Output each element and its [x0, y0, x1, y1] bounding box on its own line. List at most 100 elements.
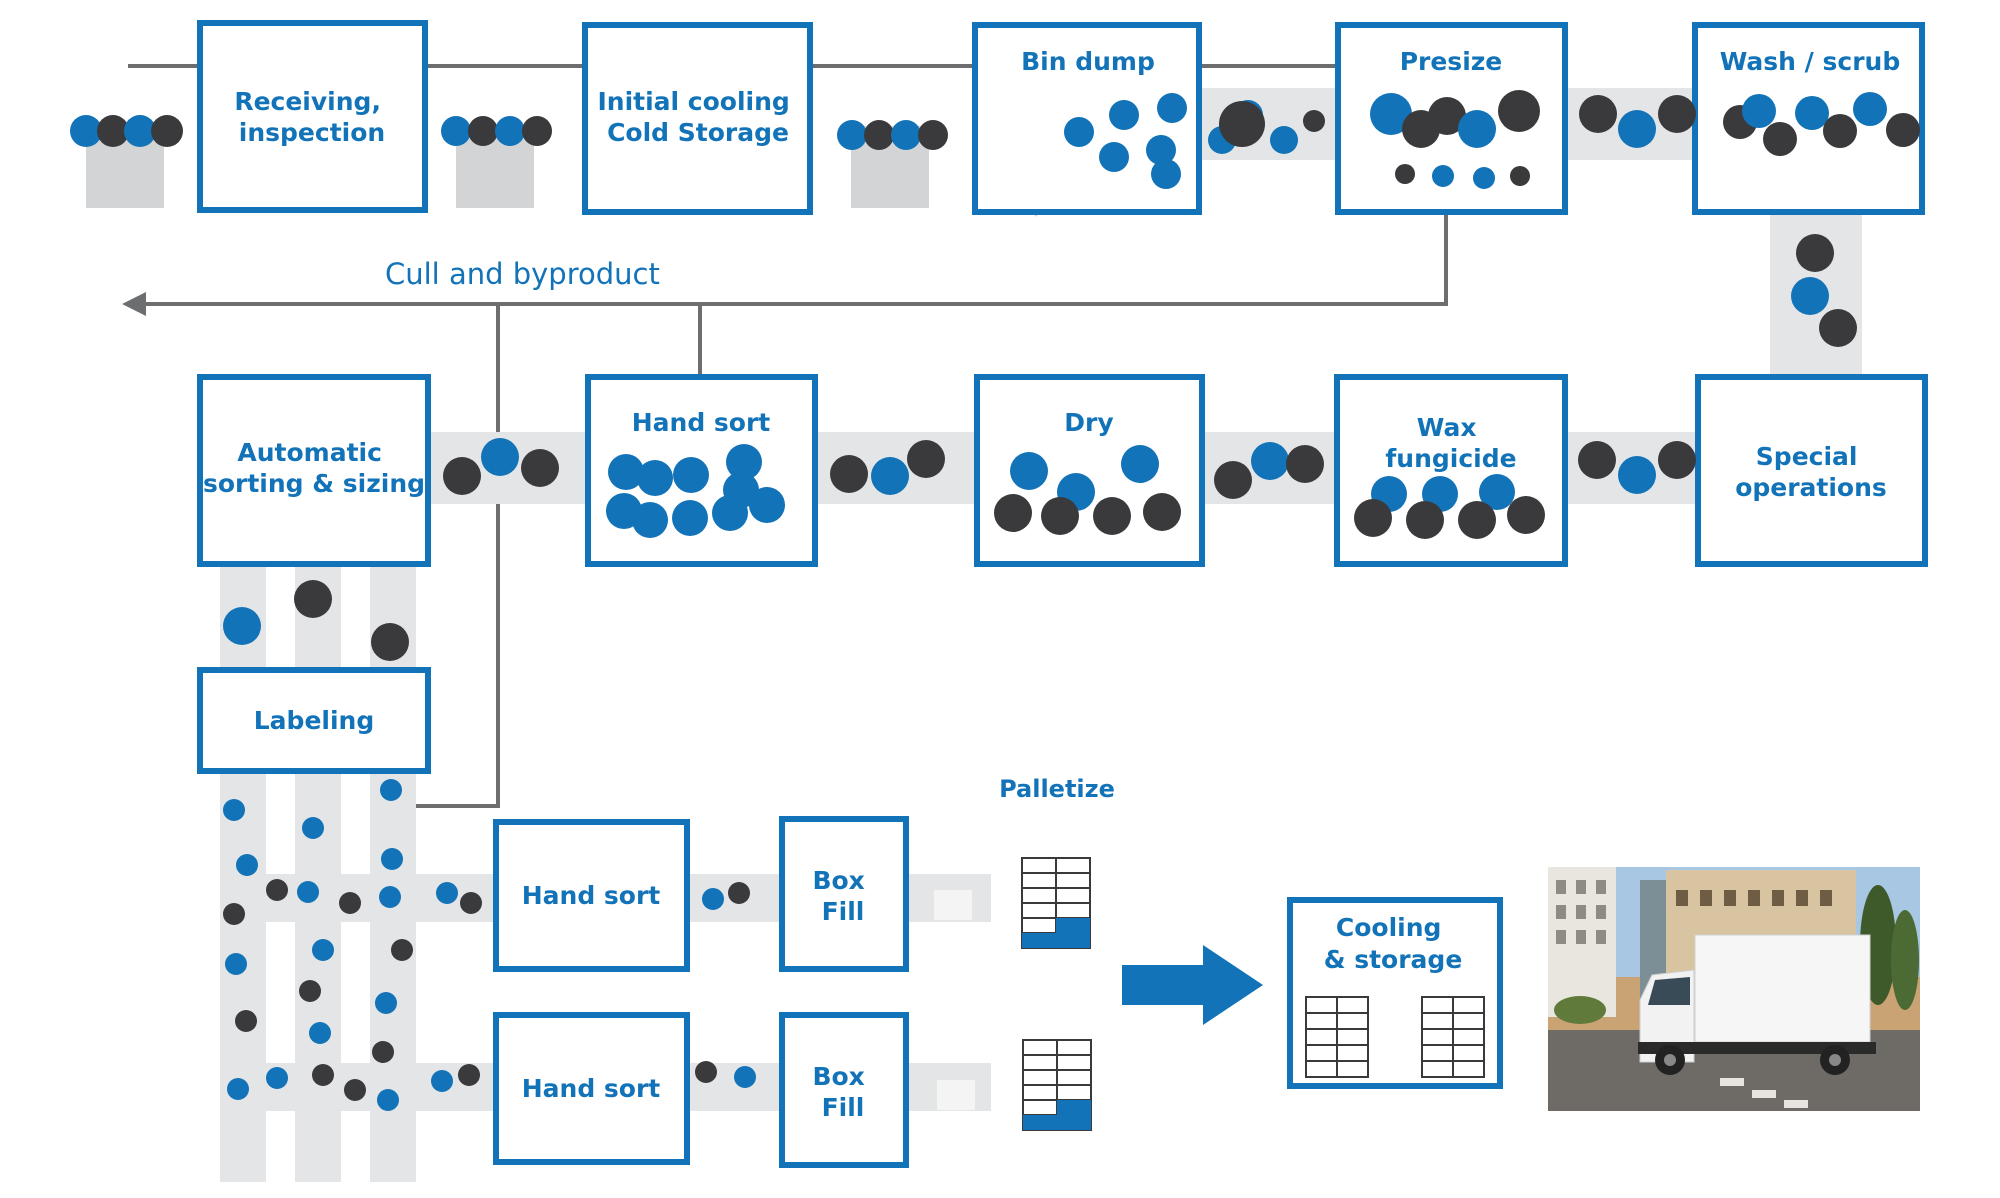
label-hand-sort-top: Hand sort: [632, 408, 771, 437]
fruit-dark: [1395, 164, 1415, 184]
fruit-dark: [1143, 493, 1181, 531]
lane-3-lower: [370, 772, 416, 1182]
fruit-blue: [1121, 445, 1159, 483]
fruit-blue: [1618, 110, 1656, 148]
pallet-stack-2: [1022, 1039, 1092, 1131]
fruit-blue: [1157, 93, 1187, 123]
box-labeling: [197, 667, 431, 774]
fruit-dark: [1458, 501, 1496, 539]
fruit-blue: [1064, 117, 1094, 147]
fruit-dark: [1658, 95, 1696, 133]
fruit-blue: [225, 953, 247, 975]
fruit-blue: [749, 487, 785, 523]
fruit-blue: [236, 854, 258, 876]
fruit-dark: [294, 580, 332, 618]
big-arrow-right: [1122, 945, 1263, 1025]
fruit-blue: [223, 607, 261, 645]
fruit-blue: [223, 799, 245, 821]
label-dry: Dry: [1064, 408, 1113, 437]
fruit-dark: [728, 882, 750, 904]
fruit-dark: [460, 892, 482, 914]
storage-pallet-left: [1305, 996, 1369, 1078]
palletize-label: Palletize: [999, 775, 1115, 803]
fruit-layer: [70, 90, 1920, 1111]
cull-arrow-head: [122, 292, 146, 316]
fruit-blue: [734, 1066, 756, 1088]
presize-cull-line: [140, 212, 1448, 306]
box-on-belt-2: [937, 1080, 975, 1110]
fruit-dark: [1041, 497, 1079, 535]
box-initial-cooling: [582, 22, 813, 215]
fruit-blue: [726, 444, 762, 480]
label-bin-dump: Bin dump: [1021, 47, 1155, 76]
fruit-dark: [468, 116, 498, 146]
fruit-dark: [1796, 234, 1834, 272]
label-cooling-storage-line1: Cooling: [1336, 913, 1442, 942]
box-dry: [974, 374, 1205, 567]
fruit-blue: [375, 992, 397, 1014]
fruit-dark: [299, 980, 321, 1002]
label-box-fill-2: Box Fill: [812, 1062, 873, 1122]
label-cooling-storage: Cooling & storage: [1324, 913, 1463, 974]
fruit-dark: [339, 892, 361, 914]
fruit-blue: [702, 888, 724, 910]
label-box-fill-1: Box Fill: [812, 866, 873, 926]
box-on-belt-1: [934, 890, 972, 920]
fruit-blue: [309, 1022, 331, 1044]
label-box-fill-1-line2: Fill: [822, 897, 865, 926]
box-box-fill-1: [779, 816, 909, 972]
fruit-dark: [1658, 441, 1696, 479]
fruit-dark: [1498, 90, 1540, 132]
label-presize: Presize: [1400, 47, 1503, 76]
label-labeling: Labeling: [254, 706, 374, 735]
fruit-blue: [1370, 93, 1412, 135]
label-receiving-line1: Receiving,: [234, 87, 381, 116]
fruit-dark: [1214, 461, 1252, 499]
fruit-dark: [918, 120, 948, 150]
fruit-blue: [380, 779, 402, 801]
label-initial-cooling-line1: Initial cooling: [597, 87, 789, 116]
fruit-dark: [443, 457, 481, 495]
fruit-blue: [431, 1070, 453, 1092]
fruit-blue: [673, 457, 709, 493]
fruit-blue: [1146, 135, 1176, 165]
label-auto-sorting-line1: Automatic: [237, 438, 382, 467]
label-hand-sort-2: Hand sort: [522, 1074, 661, 1103]
fruit-dark: [371, 623, 409, 661]
fruit-blue: [70, 115, 102, 147]
fruit-blue: [297, 881, 319, 903]
fruit-dark: [522, 116, 552, 146]
fruit-blue: [377, 1089, 399, 1111]
label-wax: Wax fungicide: [1385, 413, 1516, 473]
box-hand-sort-1: [493, 819, 690, 972]
fruit-dark: [1819, 309, 1857, 347]
fruit-dark: [695, 1061, 717, 1083]
label-receiving-line2: inspection: [239, 118, 385, 147]
fruit-blue: [1473, 167, 1495, 189]
fruit-dark: [1093, 497, 1131, 535]
fruit-dark: [223, 903, 245, 925]
label-initial-cooling-line2: Cold Storage: [607, 118, 789, 147]
fruit-dark: [391, 939, 413, 961]
fruit-dark: [1763, 122, 1797, 156]
label-wax-line2: fungicide: [1385, 444, 1516, 473]
fruit-blue: [1109, 100, 1139, 130]
fruit-dark: [266, 879, 288, 901]
lane-1-lower: [220, 772, 266, 1182]
pallet-stack-1: [1021, 857, 1091, 949]
fruit-dark: [97, 115, 129, 147]
fruit-blue: [1458, 110, 1496, 148]
fruit-blue: [227, 1078, 249, 1100]
fruit-blue: [891, 120, 921, 150]
fruit-dark: [521, 449, 559, 487]
storage-pallet-right: [1421, 996, 1485, 1078]
fruit-blue: [1853, 92, 1887, 126]
fruit-blue: [608, 454, 644, 490]
label-box-fill-2-line1: Box: [812, 1062, 864, 1091]
fruit-dark: [1428, 97, 1466, 135]
fruit-blue: [1251, 442, 1289, 480]
fruit-blue: [379, 886, 401, 908]
fruit-blue: [1742, 94, 1776, 128]
fruit-blue: [495, 116, 525, 146]
process-boxes: [197, 20, 1928, 1168]
